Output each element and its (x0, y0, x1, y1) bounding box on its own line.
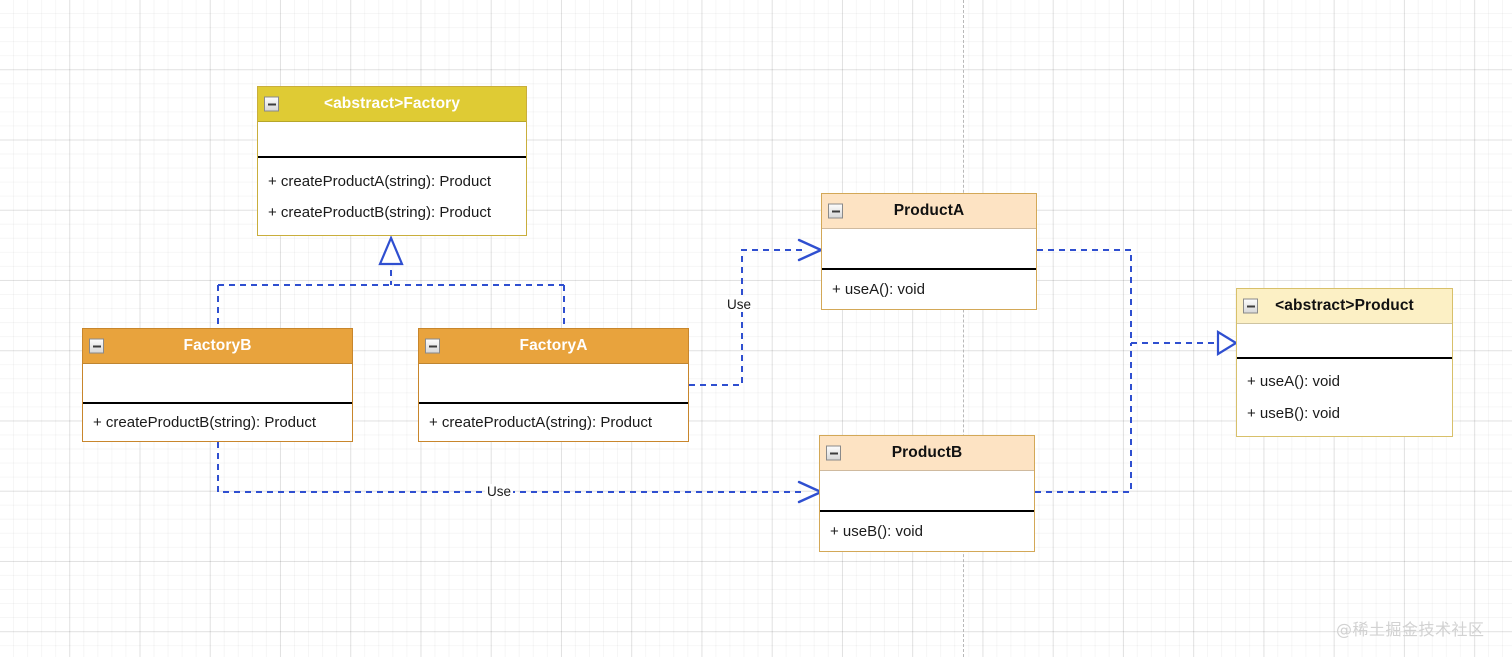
class-box-factoryA[interactable]: FactoryA + createProductA(string): Produ… (418, 328, 689, 442)
class-attributes-product (1237, 324, 1452, 359)
edge-label-use-b: Use (485, 484, 514, 499)
class-operations-factory: + createProductA(string): Product + crea… (258, 158, 526, 235)
inheritance-arrowhead-factory (378, 235, 404, 266)
class-header-productB[interactable]: ProductB (820, 436, 1034, 471)
class-attributes-factory (258, 122, 526, 158)
class-box-factory[interactable]: <abstract>Factory + createProductA(strin… (257, 86, 527, 236)
class-box-productB[interactable]: ProductB + useB(): void (819, 435, 1035, 552)
class-header-factory[interactable]: <abstract>Factory (258, 87, 526, 122)
class-box-product[interactable]: <abstract>Product + useA(): void + useB(… (1236, 288, 1453, 437)
operation-row: + createProductA(string): Product (268, 172, 492, 190)
class-title-factoryB: FactoryB (183, 337, 252, 354)
minus-box-icon[interactable] (826, 445, 841, 461)
open-arrowhead-productA (797, 238, 823, 262)
minus-box-icon[interactable] (425, 338, 440, 354)
class-header-product[interactable]: <abstract>Product (1237, 289, 1452, 324)
minus-box-icon[interactable] (264, 96, 279, 112)
watermark: @稀土掘金技术社区 (1336, 620, 1485, 639)
inheritance-arrowhead-product (1216, 330, 1239, 356)
edge-factoryA-uses-productA (689, 249, 806, 386)
operation-row: + useB(): void (1247, 405, 1340, 422)
operation-row: + useA(): void (1247, 373, 1340, 390)
minus-box-icon[interactable] (1243, 298, 1258, 314)
operation-row: + createProductB(string): Product (268, 203, 492, 221)
class-header-factoryA[interactable]: FactoryA (419, 329, 688, 364)
class-operations-factoryB: + createProductB(string): Product (83, 404, 352, 441)
class-header-factoryB[interactable]: FactoryB (83, 329, 352, 364)
open-arrowhead-productB (797, 480, 823, 504)
page-break-guide (963, 0, 964, 657)
class-operations-productB: + useB(): void (820, 512, 1034, 551)
class-operations-factoryA: + createProductA(string): Product (419, 404, 688, 441)
operation-row: + createProductA(string): Product (429, 414, 653, 431)
class-attributes-factoryA (419, 364, 688, 404)
class-attributes-factoryB (83, 364, 352, 404)
edge-factory-realization (217, 270, 565, 328)
operation-row: + useA(): void (832, 281, 925, 298)
class-operations-productA: + useA(): void (822, 270, 1036, 309)
minus-box-icon[interactable] (89, 338, 104, 354)
class-box-productA[interactable]: ProductA + useA(): void (821, 193, 1037, 310)
minus-box-icon[interactable] (828, 203, 843, 219)
edge-label-use-a: Use (725, 297, 754, 312)
edge-product-realization (1035, 249, 1218, 493)
class-title-product: <abstract>Product (1275, 297, 1414, 314)
class-title-factory: <abstract>Factory (323, 95, 461, 112)
operation-row: + useB(): void (830, 523, 923, 540)
class-title-factoryA: FactoryA (519, 337, 588, 354)
class-attributes-productA (822, 229, 1036, 270)
class-attributes-productB (820, 471, 1034, 512)
class-operations-product: + useA(): void + useB(): void (1237, 359, 1452, 436)
operation-row: + createProductB(string): Product (93, 414, 317, 431)
class-box-factoryB[interactable]: FactoryB + createProductB(string): Produ… (82, 328, 353, 442)
class-title-productA: ProductA (893, 202, 965, 219)
class-header-productA[interactable]: ProductA (822, 194, 1036, 229)
class-title-productB: ProductB (891, 444, 963, 461)
